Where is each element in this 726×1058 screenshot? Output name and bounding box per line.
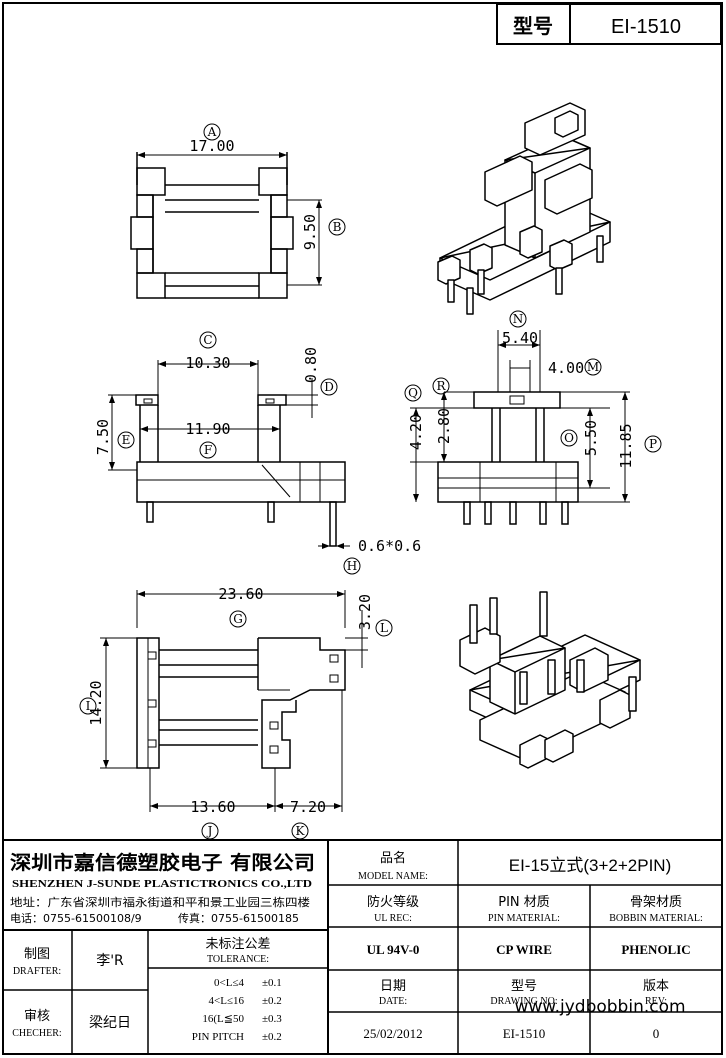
top-view [130,152,322,299]
side-dim-b: 2.80 [435,408,453,444]
tag-d: D [324,380,334,394]
model-name-label-en: MODEL NAME: [358,871,428,882]
company-name-en: SHENZHEN J-SUNDE PLASTICTRONICS CO.,LTD [12,878,312,890]
tag-j: J [206,824,213,838]
side-dim-width: 5.40 [502,329,538,347]
front-dim-top: 0.80 [302,347,320,383]
side-dim-total: 11.85 [617,423,635,468]
drafter-value: 李'R [96,953,124,969]
tag-f: F [204,443,212,457]
top-dim-width: 17.00 [189,137,234,155]
tag-p: P [649,437,657,451]
drafter-label-en: DRAFTER: [13,966,61,977]
front-dim-pin: 0.6*0.6 [358,537,421,555]
tolerance-range-1: 0<L≤4 [214,977,244,989]
tag-q: Q [408,386,418,400]
date-label-cn: 日期 [380,979,406,994]
front-dim-inner: 10.30 [185,354,230,372]
bobbin-label-en: BOBBIN MATERIAL: [609,913,703,924]
company-phone: 电话：0755-61500108/9 [10,912,142,925]
front-dim-outer: 11.90 [185,420,230,438]
top-dim-height: 9.50 [301,214,319,250]
pin-label-cn: PIN 材质 [498,895,550,910]
drafter-label-cn: 制图 [24,947,50,962]
tolerance-value-2: ±0.2 [262,995,282,1007]
company-fax: 传真：0755-61500185 [178,911,299,925]
tolerance-value-3: ±0.3 [262,1013,282,1025]
bobbin-value: PHENOLIC [621,942,690,957]
header-label: 型号 [513,14,553,38]
company-address: 地址：广东省深圳市福永街道和平和景工业园三栋四楼 [10,895,310,909]
tag-b: B [333,220,342,234]
rev-value: 0 [653,1026,660,1041]
iso-view-top [437,102,611,315]
bottom-dim-left: 13.60 [190,798,235,816]
tolerance-range-2: 4<L≤16 [209,995,245,1007]
side-dim-a: 4.20 [407,414,425,450]
tag-k: K [296,824,306,838]
tag-a: A [207,125,217,139]
front-view [108,360,350,549]
ul-label-en: UL REC: [374,913,412,924]
model-header: 型号 EI-1510 [496,3,722,45]
tag-i: I [86,699,91,713]
drawing-label-cn: 型号 [511,979,537,994]
tag-g: G [233,612,243,626]
front-dim-height: 7.50 [94,419,112,455]
bobbin-label-cn: 骨架材质 [630,895,682,910]
bottom-dim-right-w: 7.20 [290,798,326,816]
model-name-value: EI-15立式(3+2+2PIN) [509,856,672,875]
date-label-en: DATE: [379,996,407,1007]
tag-m: M [587,360,599,374]
pin-value: CP WIRE [496,942,552,957]
tag-e: E [122,433,131,447]
pin-label-en: PIN MATERIAL: [488,913,560,924]
bottom-dim-right: 3.20 [356,594,374,630]
date-value: 25/02/2012 [363,1026,422,1041]
iso-view-bottom [459,591,641,769]
tolerance-value-4: ±0.2 [262,1031,282,1043]
tag-l: L [380,621,388,635]
side-dim-inner: 4.00 [548,359,584,377]
checker-label-cn: 审核 [24,1009,50,1024]
checker-label-en: CHECHER: [12,1028,61,1039]
tag-r: R [436,379,446,393]
tolerance-range-4: PIN PITCH [192,1031,244,1043]
model-name-label-cn: 品名 [380,850,406,866]
drawing-label-en: DRAWING NO: [490,996,557,1007]
title-block-grid [3,839,722,1054]
checker-value: 梁纪日 [89,1015,131,1031]
tolerance-value-1: ±0.1 [262,977,282,989]
bottom-view [100,590,368,812]
tag-c: C [203,333,212,347]
tolerance-range-3: 16(L≦50 [202,1013,244,1025]
watermark: www.jydbobbin.com [514,997,685,1017]
rev-label-en: REV: [645,996,667,1007]
ul-value: UL 94V-0 [367,942,420,957]
tolerance-label-en: TOLERANCE: [207,954,269,965]
company-name-cn: 深圳市嘉信德塑胶电子 有限公司 [10,851,315,874]
drawing-value: EI-1510 [503,1026,546,1041]
tolerance-label-cn: 未标注公差 [205,937,270,952]
side-dim-c: 5.50 [582,420,600,456]
header-model: EI-1510 [611,16,681,38]
tag-h: H [347,559,357,573]
tag-o: O [564,431,574,445]
ul-label-cn: 防火等级 [367,894,419,910]
bottom-dim-height: 14.20 [87,680,105,725]
rev-label-cn: 版本 [643,979,669,994]
side-view [410,330,630,525]
tag-n: N [513,312,524,326]
bottom-dim-width: 23.60 [218,585,263,603]
